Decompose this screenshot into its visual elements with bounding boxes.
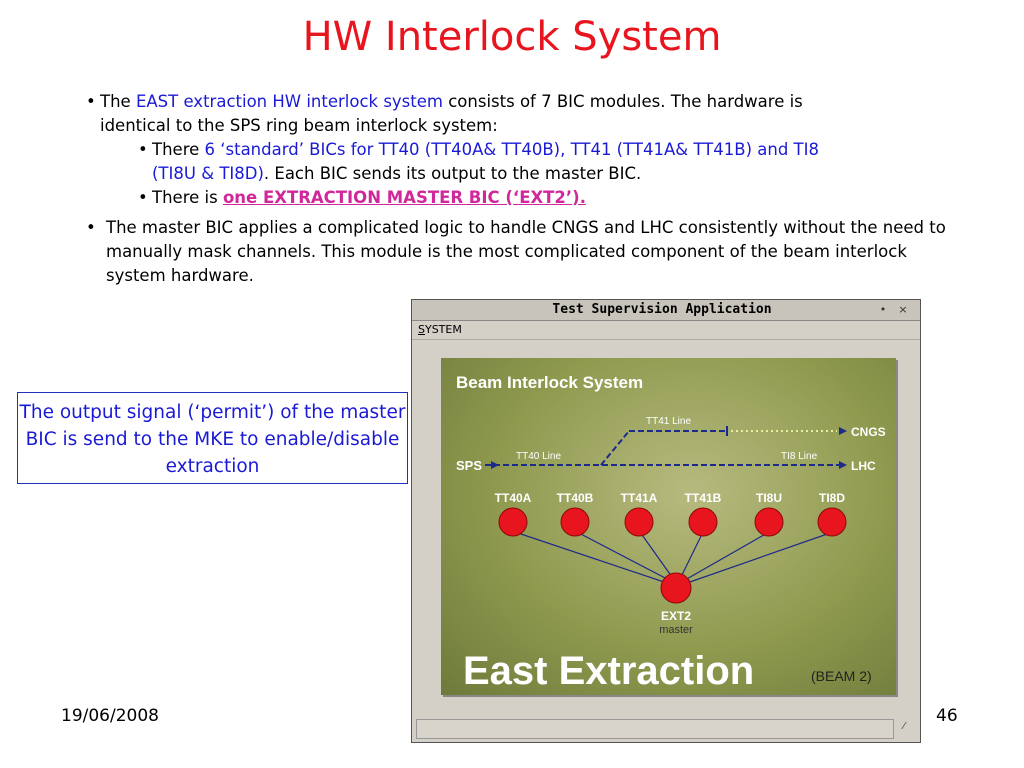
- highlight-east-system: EAST extraction HW interlock system: [135, 92, 443, 111]
- bullet-dot: •: [86, 218, 96, 237]
- tt41-branch-line: [600, 430, 630, 466]
- resize-grip-icon[interactable]: ⁄: [903, 721, 905, 732]
- bic-label: TT40A: [495, 491, 532, 505]
- lhc-label: LHC: [851, 459, 876, 473]
- page-number: 46: [936, 706, 958, 726]
- window-titlebar[interactable]: Test Supervision Application • ×: [412, 300, 920, 321]
- bic-node: [817, 507, 847, 537]
- master-sub-label: master: [659, 624, 693, 636]
- master-bic-label: EXT2: [661, 609, 691, 623]
- bullet-east-extraction: •The EAST extraction HW interlock system…: [86, 92, 803, 135]
- bullet-master-bic: •There is one EXTRACTION MASTER BIC (‘EX…: [138, 186, 966, 210]
- bullet-master-logic: •The master BIC applies a complicated lo…: [86, 218, 946, 285]
- bic-label: TT41B: [685, 491, 722, 505]
- tt41-line-label: TT41 Line: [646, 416, 691, 427]
- highlight-master-bic: one EXTRACTION MASTER BIC (‘EXT2’).: [222, 188, 586, 207]
- interlock-diagram: Beam Interlock System TT41 Line TT40 Lin…: [456, 373, 886, 693]
- bic-node: [498, 507, 528, 537]
- window-title: Test Supervision Application: [552, 302, 772, 317]
- bic-label: TT41A: [621, 491, 658, 505]
- bic-ti8u: TI8U: [754, 491, 784, 537]
- menu-system[interactable]: SYSTEM: [418, 323, 462, 336]
- slide-title: HW Interlock System: [302, 14, 722, 60]
- cngs-label: CNGS: [851, 425, 886, 439]
- canvas-area: Beam Interlock System TT41 Line TT40 Lin…: [420, 346, 912, 710]
- sps-arrow-icon: [491, 461, 499, 469]
- master-bic-node: [660, 572, 692, 604]
- bullet-dot: •: [86, 92, 96, 111]
- bic-node: [688, 507, 718, 537]
- bullet-list: •The EAST extraction HW interlock system…: [86, 90, 966, 288]
- bic-label: TI8D: [819, 491, 845, 505]
- bic-tt41a: TT41A: [621, 491, 658, 537]
- bic-tt40b: TT40B: [557, 491, 594, 537]
- tt40-line-label: TT40 Line: [516, 451, 561, 462]
- bullet-dot: •: [138, 140, 148, 159]
- bic-node: [754, 507, 784, 537]
- cngs-arrow-icon: [839, 427, 847, 435]
- bic-node: [624, 507, 654, 537]
- test-supervision-window: Test Supervision Application • × SYSTEM …: [411, 299, 921, 743]
- bic-label: TT40B: [557, 491, 594, 505]
- bullet-dot: •: [138, 188, 148, 207]
- ti8-line-label: TI8 Line: [781, 451, 818, 462]
- permit-callout: The output signal (‘permit’) of the mast…: [17, 392, 408, 484]
- diagram-panel: Beam Interlock System TT41 Line TT40 Lin…: [441, 358, 896, 695]
- bic-tt40a: TT40A: [495, 491, 532, 537]
- bullet-standard-bics: •There 6 ‘standard’ BICs for TT40 (TT40A…: [138, 140, 819, 183]
- beam-label: (BEAM 2): [811, 668, 872, 684]
- footer-date: 19/06/2008: [61, 706, 159, 726]
- sps-label: SPS: [456, 458, 482, 473]
- status-bar: [416, 719, 894, 739]
- menu-bar: SYSTEM: [412, 321, 920, 340]
- close-icon[interactable]: ×: [898, 303, 908, 316]
- diagram-header: Beam Interlock System: [456, 373, 643, 392]
- east-extraction-label: East Extraction: [463, 649, 754, 693]
- bic-node: [560, 507, 590, 537]
- bic-tt41b: TT41B: [685, 491, 722, 537]
- bic-label: TI8U: [756, 491, 782, 505]
- lhc-arrow-icon: [839, 461, 847, 469]
- bic-ti8d: TI8D: [817, 491, 847, 537]
- bic-to-master-links: [514, 531, 834, 584]
- minimize-icon[interactable]: •: [879, 303, 887, 316]
